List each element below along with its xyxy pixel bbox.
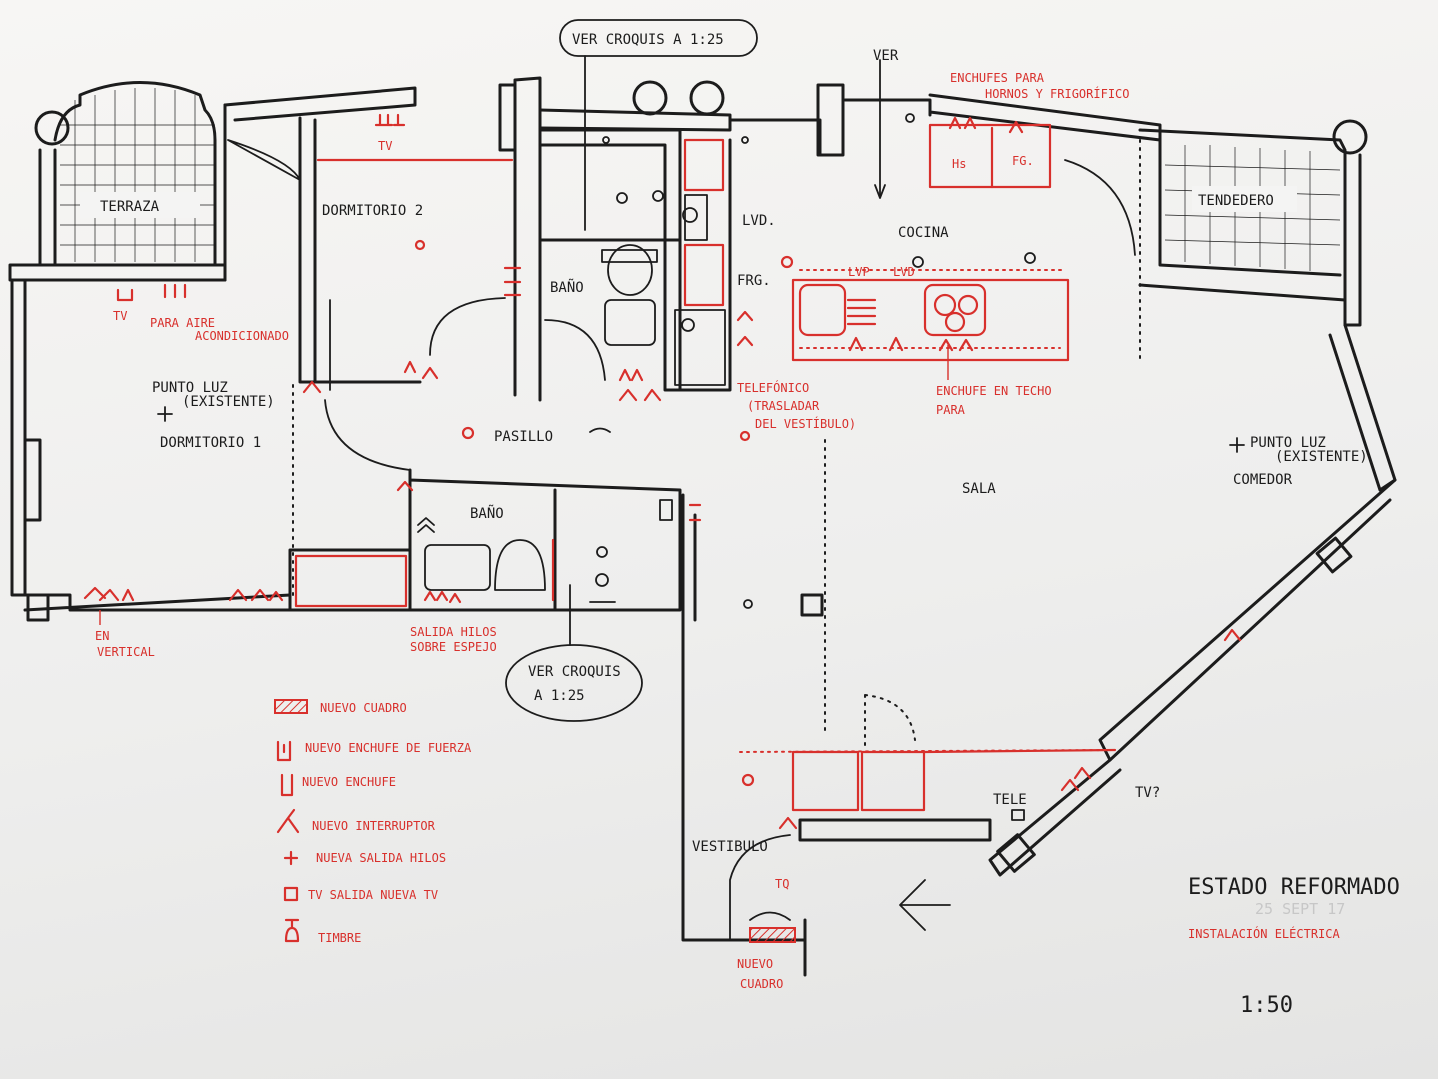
force-socket-icon: [276, 740, 292, 762]
punto-luz-2-label: PUNTO LUZ: [1250, 435, 1326, 451]
legend-item-salida-hilos: NUEVA SALIDA HILOS: [283, 850, 446, 866]
room-label-dormitorio-2: DORMITORIO 2: [322, 203, 423, 219]
en-vertical-line-1: EN: [95, 629, 109, 643]
legend-label: TIMBRE: [318, 931, 361, 945]
legend-label: TV SALIDA NUEVA TV: [308, 888, 438, 902]
annotations: VER CROQUIS A 1:25 VER ENCHUFES PARA HOR…: [95, 19, 1130, 991]
nuevo-cuadro-line-2: CUADRO: [740, 977, 783, 991]
room-label-cocina: COCINA: [898, 225, 949, 241]
dishwasher-side-label: LVD.: [742, 213, 776, 229]
ver-croquis-top: VER CROQUIS A 1:25: [572, 32, 724, 48]
fridge-side-label: FRG.: [737, 273, 771, 289]
fridge-label: FG.: [1012, 154, 1034, 168]
lvp-label: LVP: [848, 265, 870, 279]
legend-item-timbre: TIMBRE: [284, 918, 361, 945]
sala-comedor-area: SALA COMEDOR VESTIBULO PUNTO LUZ (EXISTE…: [681, 435, 1368, 977]
terraza-area: TERRAZA: [8, 81, 301, 282]
legend-item-enchufe-fuerza: NUEVO ENCHUFE DE FUERZA: [276, 740, 472, 762]
legend-item-tv: TV SALIDA NUEVA TV: [283, 886, 438, 902]
legend-label: NUEVA SALIDA HILOS: [316, 851, 446, 865]
room-label-pasillo: PASILLO: [494, 429, 553, 445]
pasillo-and-bano-bottom: BAÑO PASILLO: [288, 399, 682, 612]
tendedero-area: TENDEDERO: [1064, 119, 1368, 327]
room-label-bano-top: BAÑO: [550, 279, 584, 296]
en-vertical-line-2: VERTICAL: [97, 645, 155, 659]
room-label-bano-bottom: BAÑO: [470, 505, 504, 522]
room-label-terraza: TERRAZA: [100, 199, 160, 215]
dormitorio-1-walls: DORMITORIO 1 PUNTO LUZ (EXISTENTE): [10, 278, 294, 622]
ver-croquis-bottom-1: VER CROQUIS: [528, 664, 621, 680]
socket-icon: [280, 773, 294, 797]
enchufe-techo-line-2: PARA: [936, 403, 966, 417]
ver-label: VER: [873, 48, 899, 64]
dormitorio-2-walls: DORMITORIO 2: [223, 76, 542, 402]
telefonico-line-3: DEL VESTÍBULO): [755, 416, 856, 431]
legend-label: NUEVO INTERRUPTOR: [312, 819, 436, 833]
punto-luz-1-note: (EXISTENTE): [182, 394, 275, 410]
bell-icon: [284, 918, 300, 943]
room-label-dormitorio-1: DORMITORIO 1: [160, 435, 261, 451]
legend-item-interruptor: NUEVO INTERRUPTOR: [276, 808, 436, 834]
tele-label: TELE: [993, 792, 1027, 808]
room-label-comedor: COMEDOR: [1233, 472, 1293, 488]
acondicionado-label: ACONDICIONADO: [195, 329, 289, 343]
drawing-scale: 1:50: [1240, 993, 1293, 1018]
enchufes-line-2: HORNOS Y FRIGORÍFICO: [985, 86, 1130, 101]
title-block: ESTADO REFORMADO 25 SEPT 17 INSTALACIÓN …: [1188, 875, 1400, 1018]
switch-icon: [276, 808, 300, 834]
oven-label: Hs: [952, 157, 966, 171]
punto-luz-1-label: PUNTO LUZ: [152, 380, 228, 396]
punto-luz-2-note: (EXISTENTE): [1275, 449, 1368, 465]
ver-croquis-bottom-2: A 1:25: [534, 688, 585, 704]
legend-item-enchufe: NUEVO ENCHUFE: [280, 773, 396, 797]
hatched-box-icon: [274, 699, 308, 714]
room-label-sala: SALA: [962, 481, 996, 497]
lvd-label: LVD: [893, 265, 915, 279]
room-label-tendedero: TENDEDERO: [1198, 193, 1274, 209]
legend-label: NUEVO ENCHUFE DE FUERZA: [305, 741, 472, 755]
drawing-title: ESTADO REFORMADO: [1188, 875, 1400, 900]
east-wall: [988, 323, 1397, 877]
cocina-area: Hs FG. COCINA LVD. FRG. LVP LVD: [538, 59, 1162, 392]
legend-label: NUEVO CUADRO: [320, 701, 407, 715]
bano-top: BAÑO: [538, 128, 682, 392]
enchufes-line-1: ENCHUFES PARA: [950, 71, 1045, 85]
tv-left-label: TV: [113, 309, 127, 323]
telefonico-line-2: (TRASLADAR: [747, 399, 820, 413]
nuevo-cuadro-line-1: NUEVO: [737, 957, 773, 971]
salida-hilos-line-2: SOBRE ESPEJO: [410, 640, 497, 654]
tv-top-label: TV: [378, 139, 392, 153]
tq-label: TQ: [775, 877, 789, 891]
legend-item-cuadro: NUEVO CUADRO: [274, 699, 407, 715]
drawing-date: 25 SEPT 17: [1255, 900, 1345, 918]
legend: NUEVO CUADRO NUEVO ENCHUFE DE FUERZA NUE…: [274, 699, 472, 945]
salida-hilos-line-1: SALIDA HILOS: [410, 625, 497, 639]
para-aire-label: PARA AIRE: [150, 316, 215, 330]
wire-outlet-icon: [283, 850, 299, 866]
legend-label: NUEVO ENCHUFE: [302, 775, 396, 789]
enchufe-techo-line-1: ENCHUFE EN TECHO: [936, 384, 1052, 398]
room-label-vestibulo: VESTIBULO: [692, 839, 768, 855]
tv-box-icon: [283, 886, 299, 902]
drawing-subtitle: INSTALACIÓN ELÉCTRICA: [1188, 926, 1340, 941]
telefonico-line-1: TELEFÓNICO: [737, 380, 809, 395]
tv-question-label: TV?: [1135, 785, 1160, 801]
electrical-symbols: [83, 113, 1242, 830]
